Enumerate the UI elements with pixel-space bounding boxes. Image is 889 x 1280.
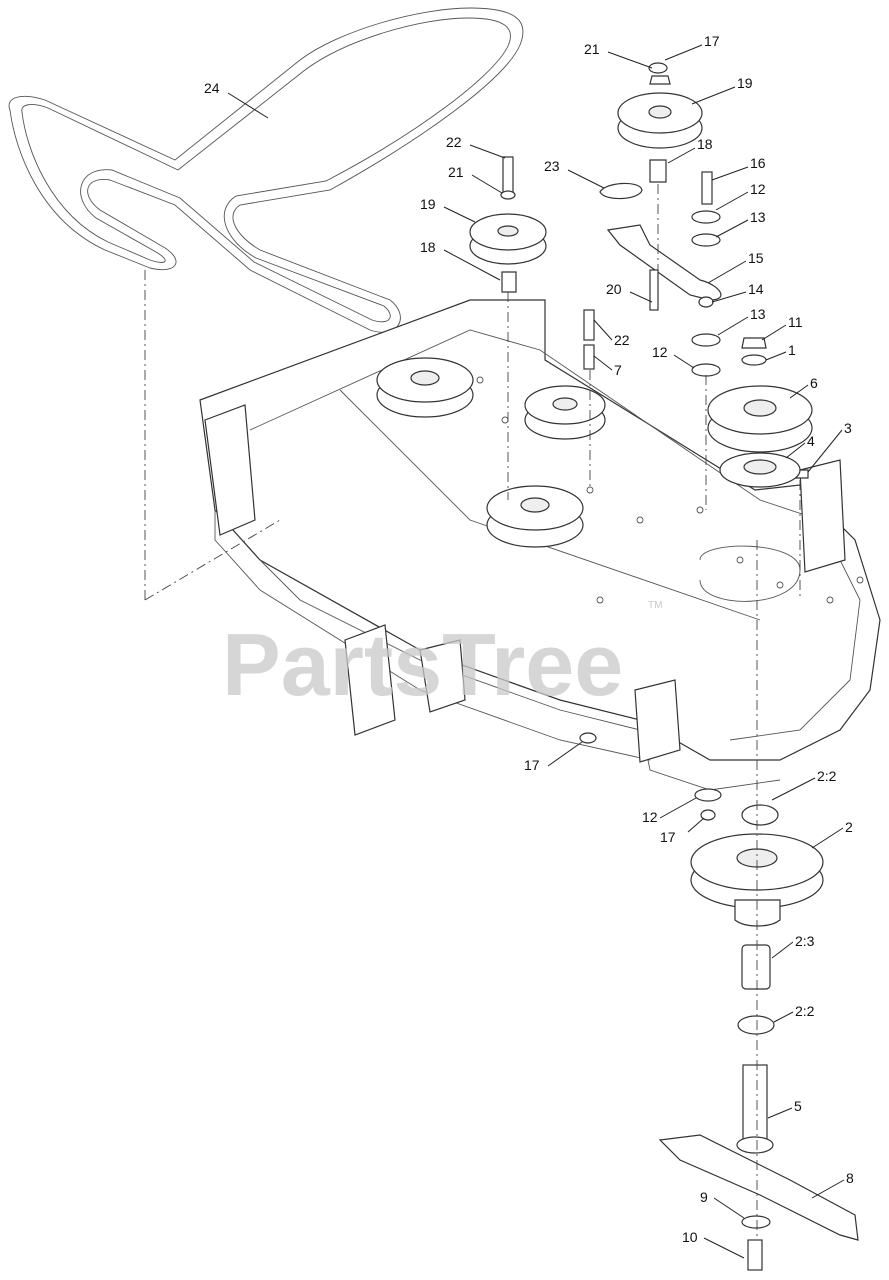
callout-label: 16 xyxy=(750,155,766,171)
idler-arm xyxy=(599,171,722,377)
loose-hardware xyxy=(583,309,809,479)
callout-labels: 24 21 17 19 22 18 21 23 16 19 12 13 18 1… xyxy=(204,33,854,1245)
drive-belt xyxy=(8,7,524,333)
callout-label: 17 xyxy=(660,829,676,845)
callout-label: 5 xyxy=(794,1098,802,1114)
callout-label: 11 xyxy=(788,314,803,330)
callout-label: 17 xyxy=(524,757,540,773)
deck-pulley-left xyxy=(376,357,474,418)
callout-label: 8 xyxy=(846,1170,854,1186)
callout-label: 17 xyxy=(704,33,720,49)
callout-label: 19 xyxy=(737,75,753,91)
lower-hardware xyxy=(579,732,722,821)
callout-label: 18 xyxy=(697,136,713,152)
callout-label: 24 xyxy=(204,80,220,96)
callout-label: 12 xyxy=(642,809,658,825)
callout-label: 2:2 xyxy=(795,1003,815,1019)
callout-label: 20 xyxy=(606,281,622,297)
callout-label: 22 xyxy=(614,332,630,348)
callout-label: 18 xyxy=(420,239,436,255)
callout-label: 2:3 xyxy=(795,933,815,949)
callout-label: 15 xyxy=(748,250,764,266)
callout-label: 12 xyxy=(652,344,668,360)
callout-label: 14 xyxy=(748,281,764,297)
callout-label: 22 xyxy=(446,134,462,150)
mower-blade xyxy=(658,1134,859,1271)
callout-label: 10 xyxy=(682,1229,698,1245)
callout-label: 13 xyxy=(750,209,766,225)
spindle-pulley xyxy=(707,385,813,488)
callout-label: 7 xyxy=(614,362,622,378)
callout-label: 19 xyxy=(420,196,436,212)
callout-label: 6 xyxy=(810,375,818,391)
callout-label: 3 xyxy=(844,420,852,436)
callout-label: 2 xyxy=(845,819,853,835)
callout-label: 1 xyxy=(788,342,796,358)
callout-label: 12 xyxy=(750,181,766,197)
callout-label: 21 xyxy=(448,164,464,180)
callout-label: 21 xyxy=(584,41,600,57)
idler-pulley-upper xyxy=(617,62,703,183)
idler-pulley-lower xyxy=(469,156,547,293)
callout-label: 2:2 xyxy=(817,768,837,784)
watermark-trademark: TM xyxy=(648,600,662,611)
callout-label: 23 xyxy=(544,158,560,174)
callout-leaders xyxy=(227,44,845,1259)
callout-label: 9 xyxy=(700,1189,708,1205)
deck-pulley-center xyxy=(524,385,606,440)
callout-label: 4 xyxy=(807,433,815,449)
watermark-text: PartsTree xyxy=(222,615,623,714)
deck-pulley-front xyxy=(486,485,584,548)
callout-label: 13 xyxy=(750,306,766,322)
center-lines xyxy=(144,184,801,1240)
